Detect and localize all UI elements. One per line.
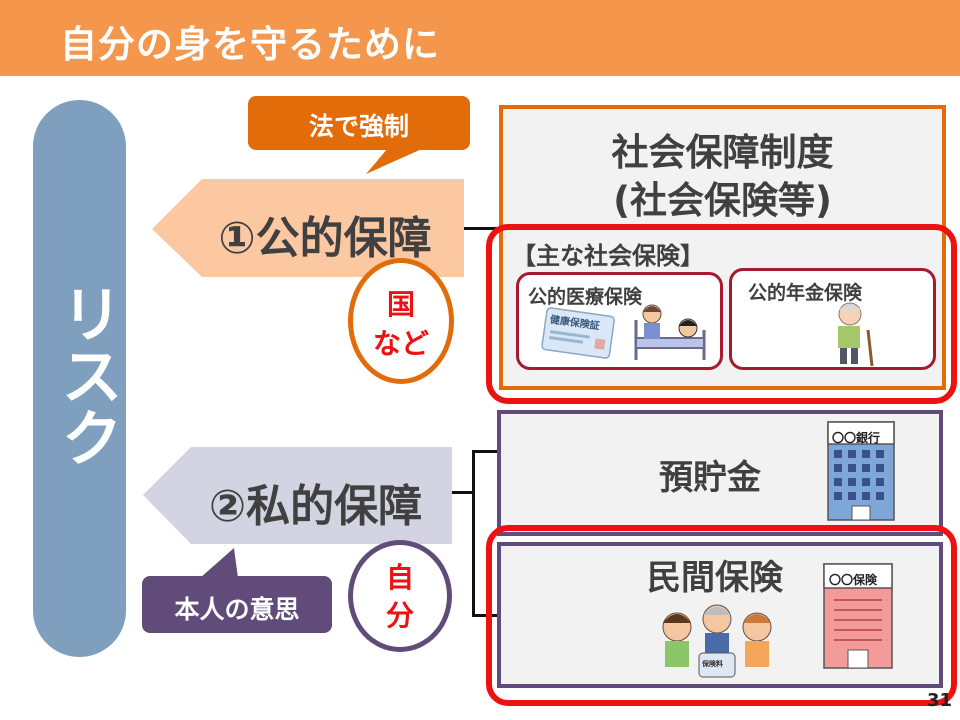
public-circle [348,258,454,384]
jar-label: 保険料 [702,660,723,668]
public-connector [464,227,504,230]
public-circle-text-2: など [372,327,429,360]
header-bar [0,0,960,76]
pension-insurance-label: 公的年金保険 [748,282,863,304]
private-bracket-bottom [472,614,497,617]
private-connector [452,491,474,494]
public-bubble-shape [248,96,470,174]
people-with-jar-icon [662,604,772,678]
insurance-company-sign: 〇〇保険 [829,573,878,587]
health-card-icon [541,307,615,359]
private-bubble-text: 本人の意思 [174,595,300,624]
private-insurance-highlight [486,525,957,706]
risk-pill [33,100,126,657]
private-insurance-label: 民間保険 [647,558,783,598]
insurance-building-icon [823,563,893,669]
social-security-title-1: 社会保障制度 [611,131,834,174]
bank-building-icon [827,421,895,521]
risk-label: リスク [50,282,123,468]
private-arrow-shape [143,447,452,544]
bank-sign: 〇〇銀行 [832,431,881,445]
medical-insurance-label: 公的医療保険 [528,286,643,308]
private-circle-text-2: 分 [385,599,414,632]
hospital-bed-icon [634,304,706,360]
social-security-title-2: (社会保険等) [613,179,832,222]
private-circle-text-1: 自 [385,561,414,594]
elderly-person-icon [838,302,874,367]
pension-insurance-box [729,268,936,370]
main-insurance-subheading: 【主な社会保険】 [512,242,704,270]
public-arrow-label: ①公的保障 [218,213,432,264]
public-arrow-shape [152,179,464,277]
page-title: 自分の身を守るために [60,23,440,66]
private-bubble-shape [142,548,332,633]
main-insurance-highlight [486,224,957,404]
private-arrow-label: ②私的保障 [208,481,423,532]
private-bracket-top [472,450,497,453]
public-circle-text-1: 国 [386,288,415,321]
private-circle [348,540,452,652]
private-bracket-vertical [472,450,475,617]
savings-label: 預貯金 [659,458,761,498]
public-bubble-text: 法で強制 [308,112,409,141]
page-number: 31 [926,690,952,711]
